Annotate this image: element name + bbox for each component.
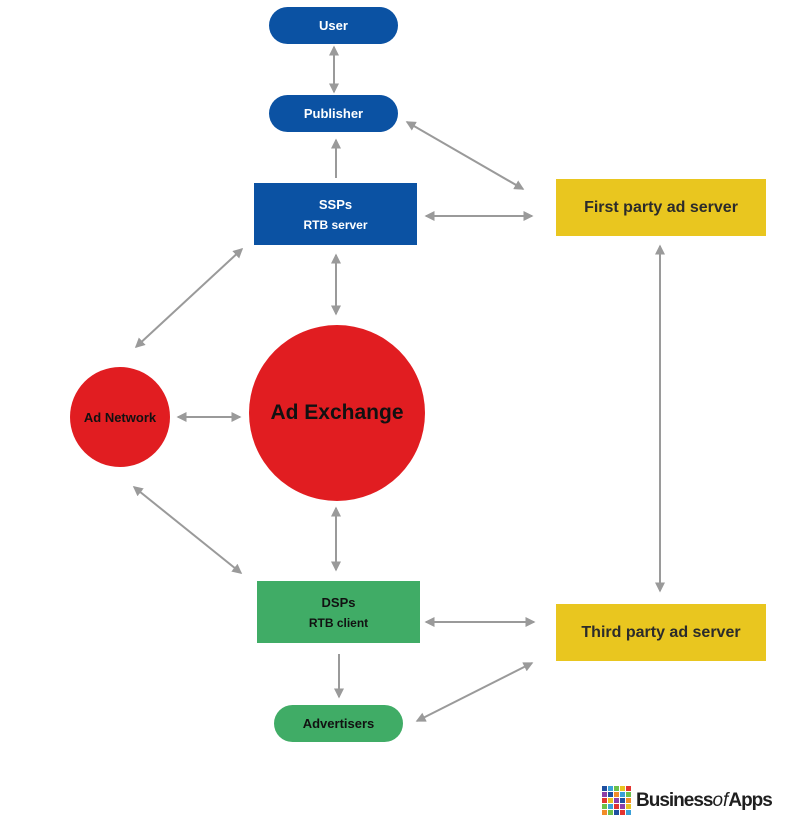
first-party-ad-server-node: First party ad server xyxy=(556,179,766,236)
third-party-ad-server-label: Third party ad server xyxy=(581,623,741,641)
arrow-third-party-advertisers xyxy=(415,662,534,722)
ssps-subtitle: RTB server xyxy=(303,217,368,232)
dsps-node: DSPs RTB client xyxy=(257,581,420,643)
publisher-node: Publisher xyxy=(269,95,398,132)
arrow-publisher-first-party xyxy=(405,121,525,190)
arrow-ssps-ad-network xyxy=(134,247,244,349)
logo-wordmark: BusinessofApps xyxy=(636,789,773,811)
dsps-subtitle: RTB client xyxy=(308,615,369,630)
ad-network-label: Ad Network xyxy=(83,409,157,425)
arrow-ad-network-dsps xyxy=(132,486,243,574)
advertisers-node: Advertisers xyxy=(274,705,403,742)
user-label: User xyxy=(319,18,348,33)
ssps-title: SSPs xyxy=(318,196,353,212)
advertisers-label: Advertisers xyxy=(302,716,375,731)
ad-exchange-label: Ad Exchange xyxy=(270,401,404,424)
first-party-ad-server-label: First party ad server xyxy=(584,198,738,216)
logo-mosaic-icon xyxy=(602,786,631,815)
third-party-ad-server-node: Third party ad server xyxy=(556,604,766,661)
businessofapps-logo: BusinessofApps xyxy=(602,786,773,815)
publisher-label: Publisher xyxy=(303,106,364,121)
ad-exchange-node: Ad Exchange xyxy=(249,325,425,501)
user-node: User xyxy=(269,7,398,44)
dsps-title: DSPs xyxy=(321,594,356,610)
ad-network-node: Ad Network xyxy=(70,367,170,467)
ssps-node: SSPs RTB server xyxy=(254,183,417,245)
